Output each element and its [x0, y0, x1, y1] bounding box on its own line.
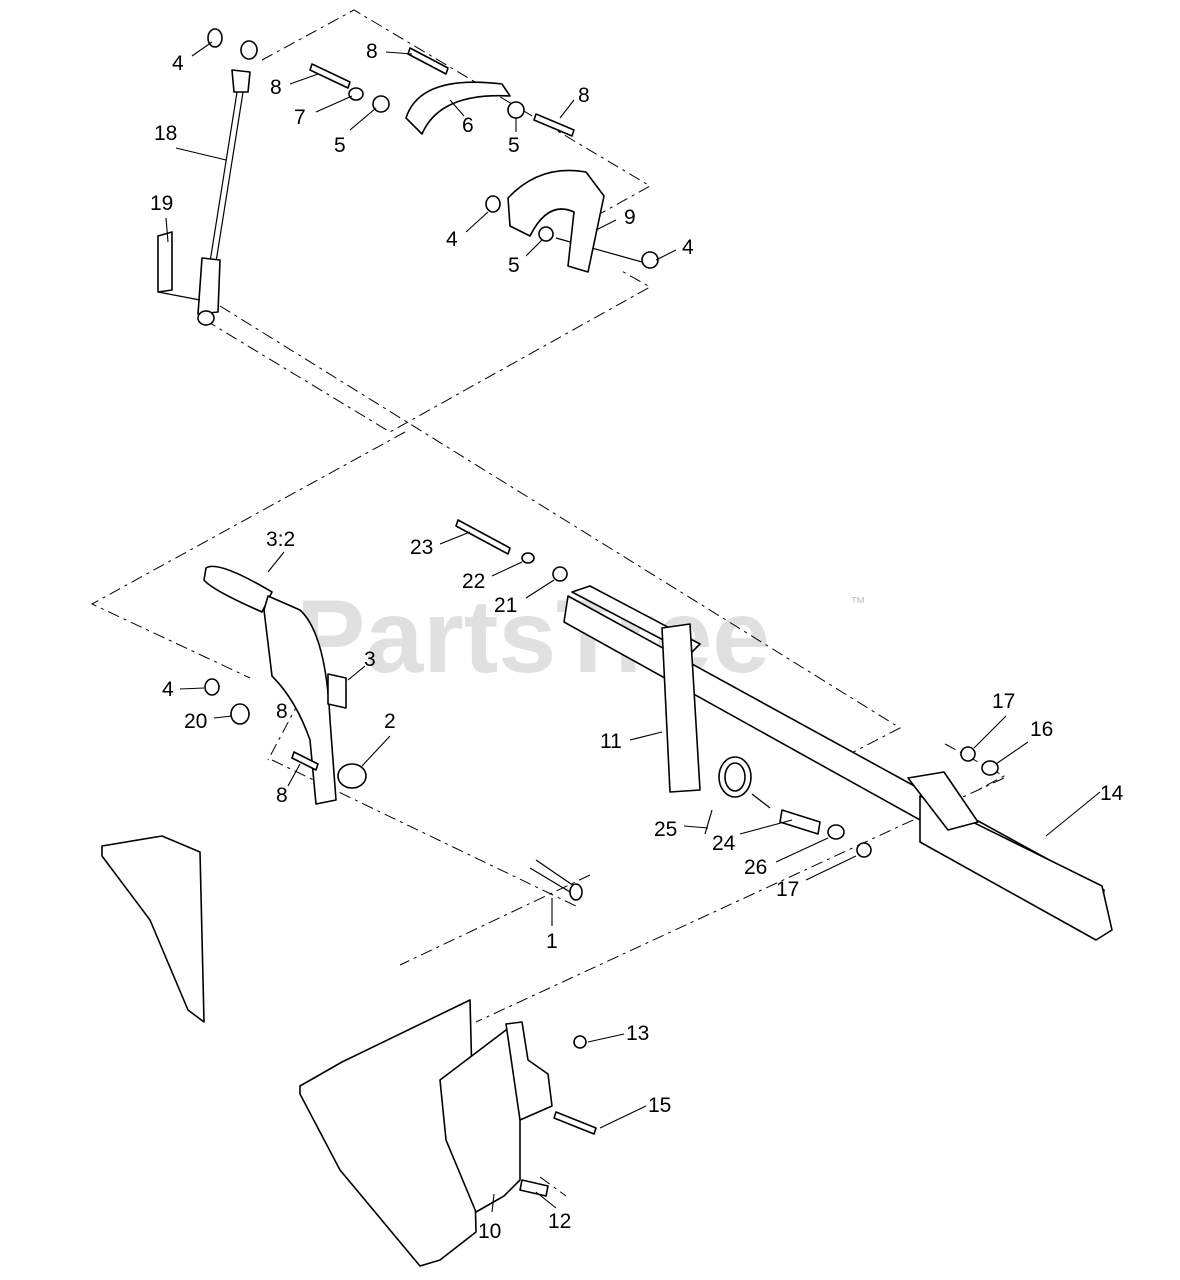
shaft-nut: [960, 746, 976, 762]
mount-bolt: [553, 1111, 597, 1135]
link-rod: [197, 40, 258, 326]
callout-4: 4: [446, 228, 458, 251]
pedal-bolt: [291, 751, 319, 771]
callout-8: 8: [276, 700, 288, 723]
mount-tab: [505, 1021, 553, 1121]
torsion-spring: [704, 756, 771, 835]
callout-8: 8: [366, 40, 378, 63]
alignment-lines: [90, 9, 1006, 1197]
callout-16: 16: [1030, 718, 1053, 741]
shaft-washer: [981, 760, 999, 776]
callout-labels: 4 8 8 8 8 7 5 6 5 18 19 9 4 5 4 23 3:2 2…: [150, 40, 1124, 1243]
callout-2: 2: [384, 710, 396, 733]
callout-6: 6: [462, 114, 474, 137]
pedal-spacer: [230, 703, 250, 725]
trademark-symbol: ™: [850, 595, 866, 612]
pedal-nut: [204, 678, 220, 696]
callout-23: 23: [410, 536, 433, 559]
callout-5: 5: [334, 134, 346, 157]
pedal-mount-frame: [299, 999, 477, 1267]
callout-4: 4: [682, 236, 694, 259]
leader-lines: [165, 41, 1101, 1213]
callout-17: 17: [776, 878, 799, 901]
callout-18: 18: [154, 122, 177, 145]
callout-26: 26: [744, 856, 767, 879]
upper-hardware: [309, 47, 659, 269]
clevis-pin: [157, 231, 201, 301]
callout-1: 1: [546, 930, 558, 953]
mount-nut: [573, 1035, 587, 1049]
callout-20: 20: [184, 710, 207, 733]
callout-5: 5: [508, 254, 520, 277]
pedal-bushing: [337, 763, 367, 789]
callout-10: 10: [478, 1220, 501, 1243]
callout-11: 11: [600, 730, 622, 753]
callout-22: 22: [462, 570, 485, 593]
callout-17: 17: [992, 690, 1015, 713]
callout-3-2: 3:2: [266, 528, 295, 551]
shaft-bracket: [661, 623, 701, 793]
callout-8: 8: [578, 84, 590, 107]
callout-25: 25: [654, 818, 677, 841]
callout-8: 8: [276, 784, 288, 807]
pivot-bolt-stack: [455, 519, 568, 582]
callout-3: 3: [364, 648, 376, 671]
callout-13: 13: [626, 1022, 649, 1045]
callout-21: 21: [494, 594, 517, 617]
callout-14: 14: [1100, 782, 1124, 805]
callout-19: 19: [150, 192, 173, 215]
callout-7: 7: [294, 106, 306, 129]
pedal-stop: [327, 673, 347, 709]
callout-5: 5: [508, 134, 520, 157]
main-shaft: [563, 585, 1113, 941]
nut: [207, 28, 223, 48]
mount-pin: [519, 1179, 549, 1197]
upper-link-plate: [405, 81, 511, 135]
callout-4: 4: [172, 52, 184, 75]
pedal-shaft: [529, 859, 583, 901]
callout-15: 15: [648, 1094, 671, 1117]
spring-spacer: [779, 809, 821, 835]
callout-9: 9: [624, 206, 636, 229]
pedal-arm: [263, 595, 337, 805]
spring-nut: [856, 842, 872, 858]
callout-12: 12: [548, 1210, 571, 1233]
callout-4: 4: [162, 678, 174, 701]
pedal-grip: [203, 565, 273, 613]
callout-24: 24: [712, 832, 736, 855]
frame-left: [101, 835, 205, 1023]
bell-crank: [507, 169, 605, 273]
callout-8: 8: [270, 76, 282, 99]
spring-washer: [827, 824, 845, 840]
